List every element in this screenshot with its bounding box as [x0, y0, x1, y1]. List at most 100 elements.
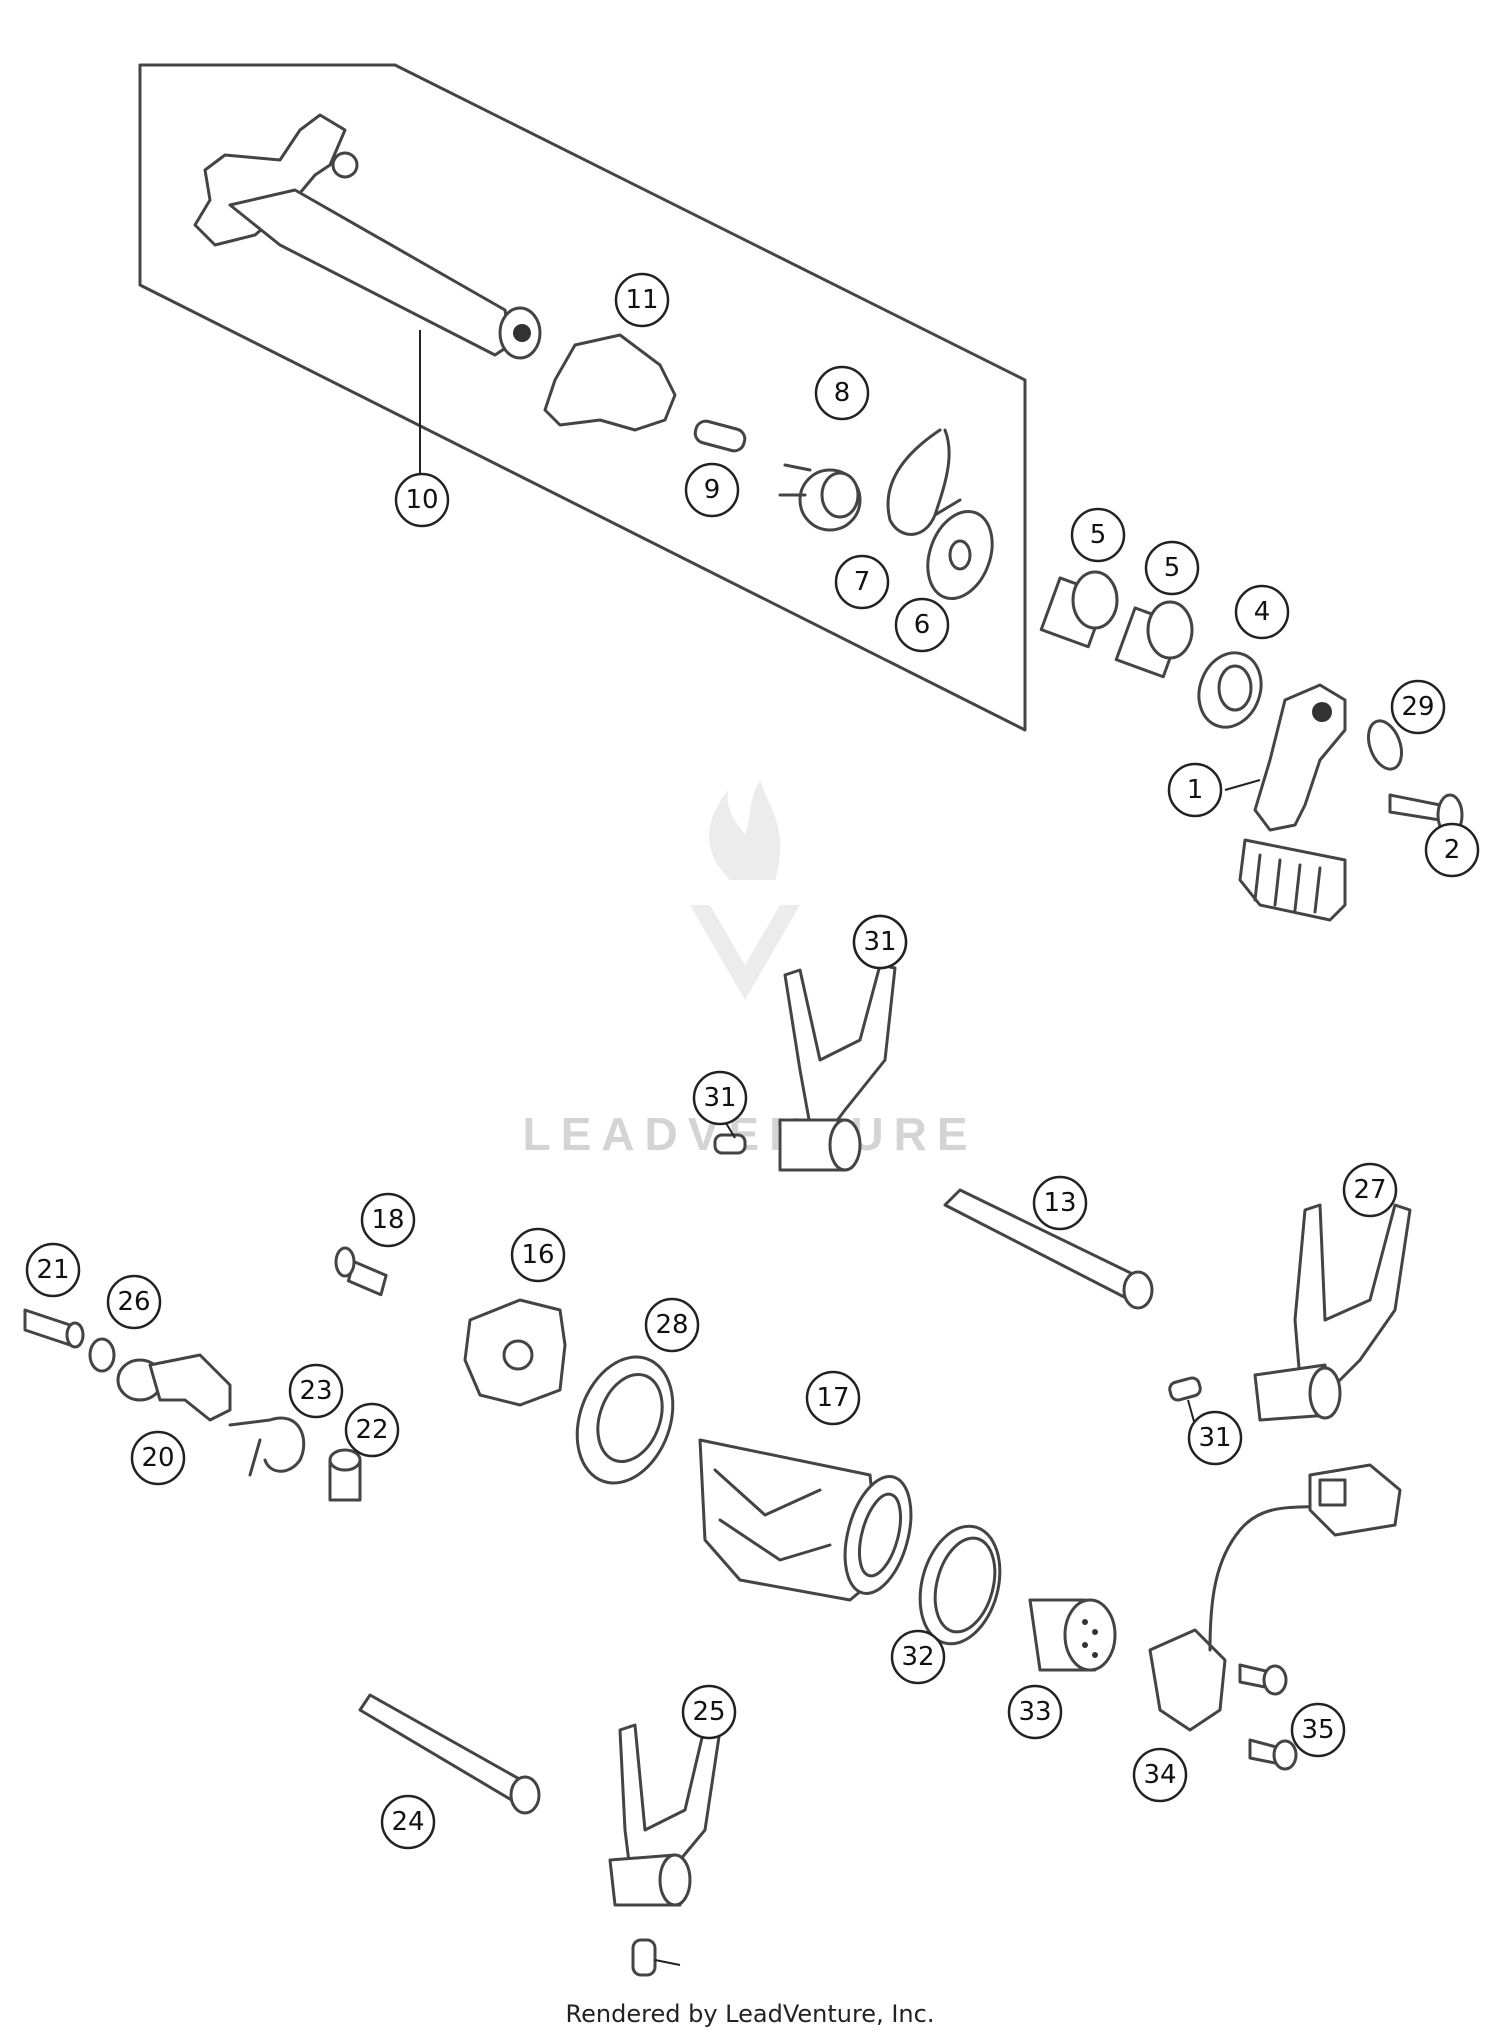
callout-label: 33	[1018, 1697, 1051, 1727]
callout-31: 31	[1187, 1410, 1243, 1466]
callout-31: 31	[692, 1070, 748, 1126]
callout-label: 2	[1444, 835, 1461, 865]
callout-5: 5	[1070, 507, 1126, 563]
callout-circle	[684, 462, 740, 518]
callout-16: 16	[510, 1227, 566, 1283]
callout-circle	[1234, 584, 1290, 640]
gear-position-rotor	[1028, 1598, 1117, 1672]
callout-label: 27	[1353, 1175, 1386, 1205]
callout-label: 35	[1301, 1715, 1334, 1745]
shift-fork-right	[1253, 1203, 1412, 1422]
bolt-18	[334, 1246, 388, 1297]
bolt-21	[23, 1308, 85, 1349]
callout-circle	[1007, 1684, 1063, 1740]
watermark-logo	[690, 780, 800, 1000]
callout-group: 1245567891011131617182021222324252627282…	[25, 272, 1480, 1850]
callout-8: 8	[814, 365, 870, 421]
bushing-1	[1039, 570, 1119, 649]
callout-circle	[510, 1227, 566, 1283]
callout-circle	[894, 597, 950, 653]
callout-label: 1	[1187, 775, 1204, 805]
callout-label: 22	[355, 1415, 388, 1445]
callout-circle	[130, 1430, 186, 1486]
callout-circle	[852, 914, 908, 970]
callout-circle	[106, 1274, 162, 1330]
callout-4: 4	[1234, 584, 1290, 640]
callout-10: 10	[394, 472, 450, 528]
callout-label: 17	[816, 1383, 849, 1413]
gear-position-sensor	[1148, 1463, 1402, 1732]
shift-drum-star	[463, 1298, 567, 1407]
callout-label: 4	[1254, 597, 1271, 627]
spring-guide	[778, 463, 862, 532]
callout-circle	[25, 1242, 81, 1298]
callout-circle	[805, 1370, 861, 1426]
callout-circle	[692, 1070, 748, 1126]
shift-shaft	[193, 113, 542, 360]
sensor-screw-2	[1248, 1738, 1298, 1771]
roller	[328, 1448, 362, 1502]
shift-drum	[698, 1438, 913, 1602]
callout-label: 18	[371, 1205, 404, 1235]
callout-1: 1	[1167, 762, 1223, 818]
callout-circle	[394, 472, 450, 528]
callout-25: 25	[681, 1684, 737, 1740]
callout-17: 17	[805, 1370, 861, 1426]
callout-label: 28	[655, 1310, 688, 1340]
callout-circle	[1342, 1162, 1398, 1218]
callout-28: 28	[644, 1297, 700, 1353]
callout-label: 5	[1164, 553, 1181, 583]
callout-5: 5	[1144, 540, 1200, 596]
callout-circle	[288, 1363, 344, 1419]
callout-label: 34	[1143, 1760, 1176, 1790]
callout-9: 9	[684, 462, 740, 518]
callout-circle	[1132, 1747, 1188, 1803]
fork-rail-lower	[358, 1693, 541, 1815]
callout-circle	[890, 1629, 946, 1685]
drum-seal	[575, 1355, 675, 1485]
watermark-text: LEADVENTURE	[522, 1108, 977, 1160]
callout-circle	[1290, 1702, 1346, 1758]
callout-27: 27	[1342, 1162, 1398, 1218]
callout-label: 24	[391, 1807, 424, 1837]
locking-lever	[116, 1353, 232, 1422]
callout-label: 29	[1401, 692, 1434, 722]
washer-26	[88, 1337, 116, 1373]
callout-label: 10	[405, 485, 438, 515]
callout-circle	[344, 1402, 400, 1458]
callout-circle	[1144, 540, 1200, 596]
callout-26: 26	[106, 1274, 162, 1330]
callout-circle	[1424, 822, 1480, 878]
fork-rail-upper	[943, 1188, 1154, 1310]
callout-label: 25	[692, 1697, 725, 1727]
washer	[926, 509, 994, 601]
callout-circle	[1167, 762, 1223, 818]
callout-circle	[644, 1297, 700, 1353]
callout-label: 11	[625, 285, 658, 315]
callout-label: 31	[863, 927, 896, 957]
callout-23: 23	[288, 1363, 344, 1419]
callout-label: 23	[299, 1376, 332, 1406]
footer-credit: Rendered by LeadVenture, Inc.	[565, 2000, 935, 2028]
callout-circle	[614, 272, 670, 328]
callout-33: 33	[1007, 1684, 1063, 1740]
callout-11: 11	[614, 272, 670, 328]
callout-circle	[360, 1192, 416, 1248]
callout-label: 9	[704, 475, 721, 505]
guide-pin-2	[1168, 1376, 1202, 1402]
shift-fork-lower	[608, 1723, 722, 1907]
callout-circle	[1070, 507, 1126, 563]
guide-pin-3	[631, 1938, 657, 1977]
callout-32: 32	[890, 1629, 946, 1685]
callout-label: 20	[141, 1443, 174, 1473]
callout-13: 13	[1032, 1175, 1088, 1231]
callout-21: 21	[25, 1242, 81, 1298]
callout-label: 16	[521, 1240, 554, 1270]
leg-spring	[886, 428, 962, 536]
shift-plate	[543, 333, 677, 432]
callout-20: 20	[130, 1430, 186, 1486]
shift-pedal	[1238, 683, 1347, 922]
callout-circle	[1390, 679, 1446, 735]
callout-24: 24	[380, 1794, 436, 1850]
